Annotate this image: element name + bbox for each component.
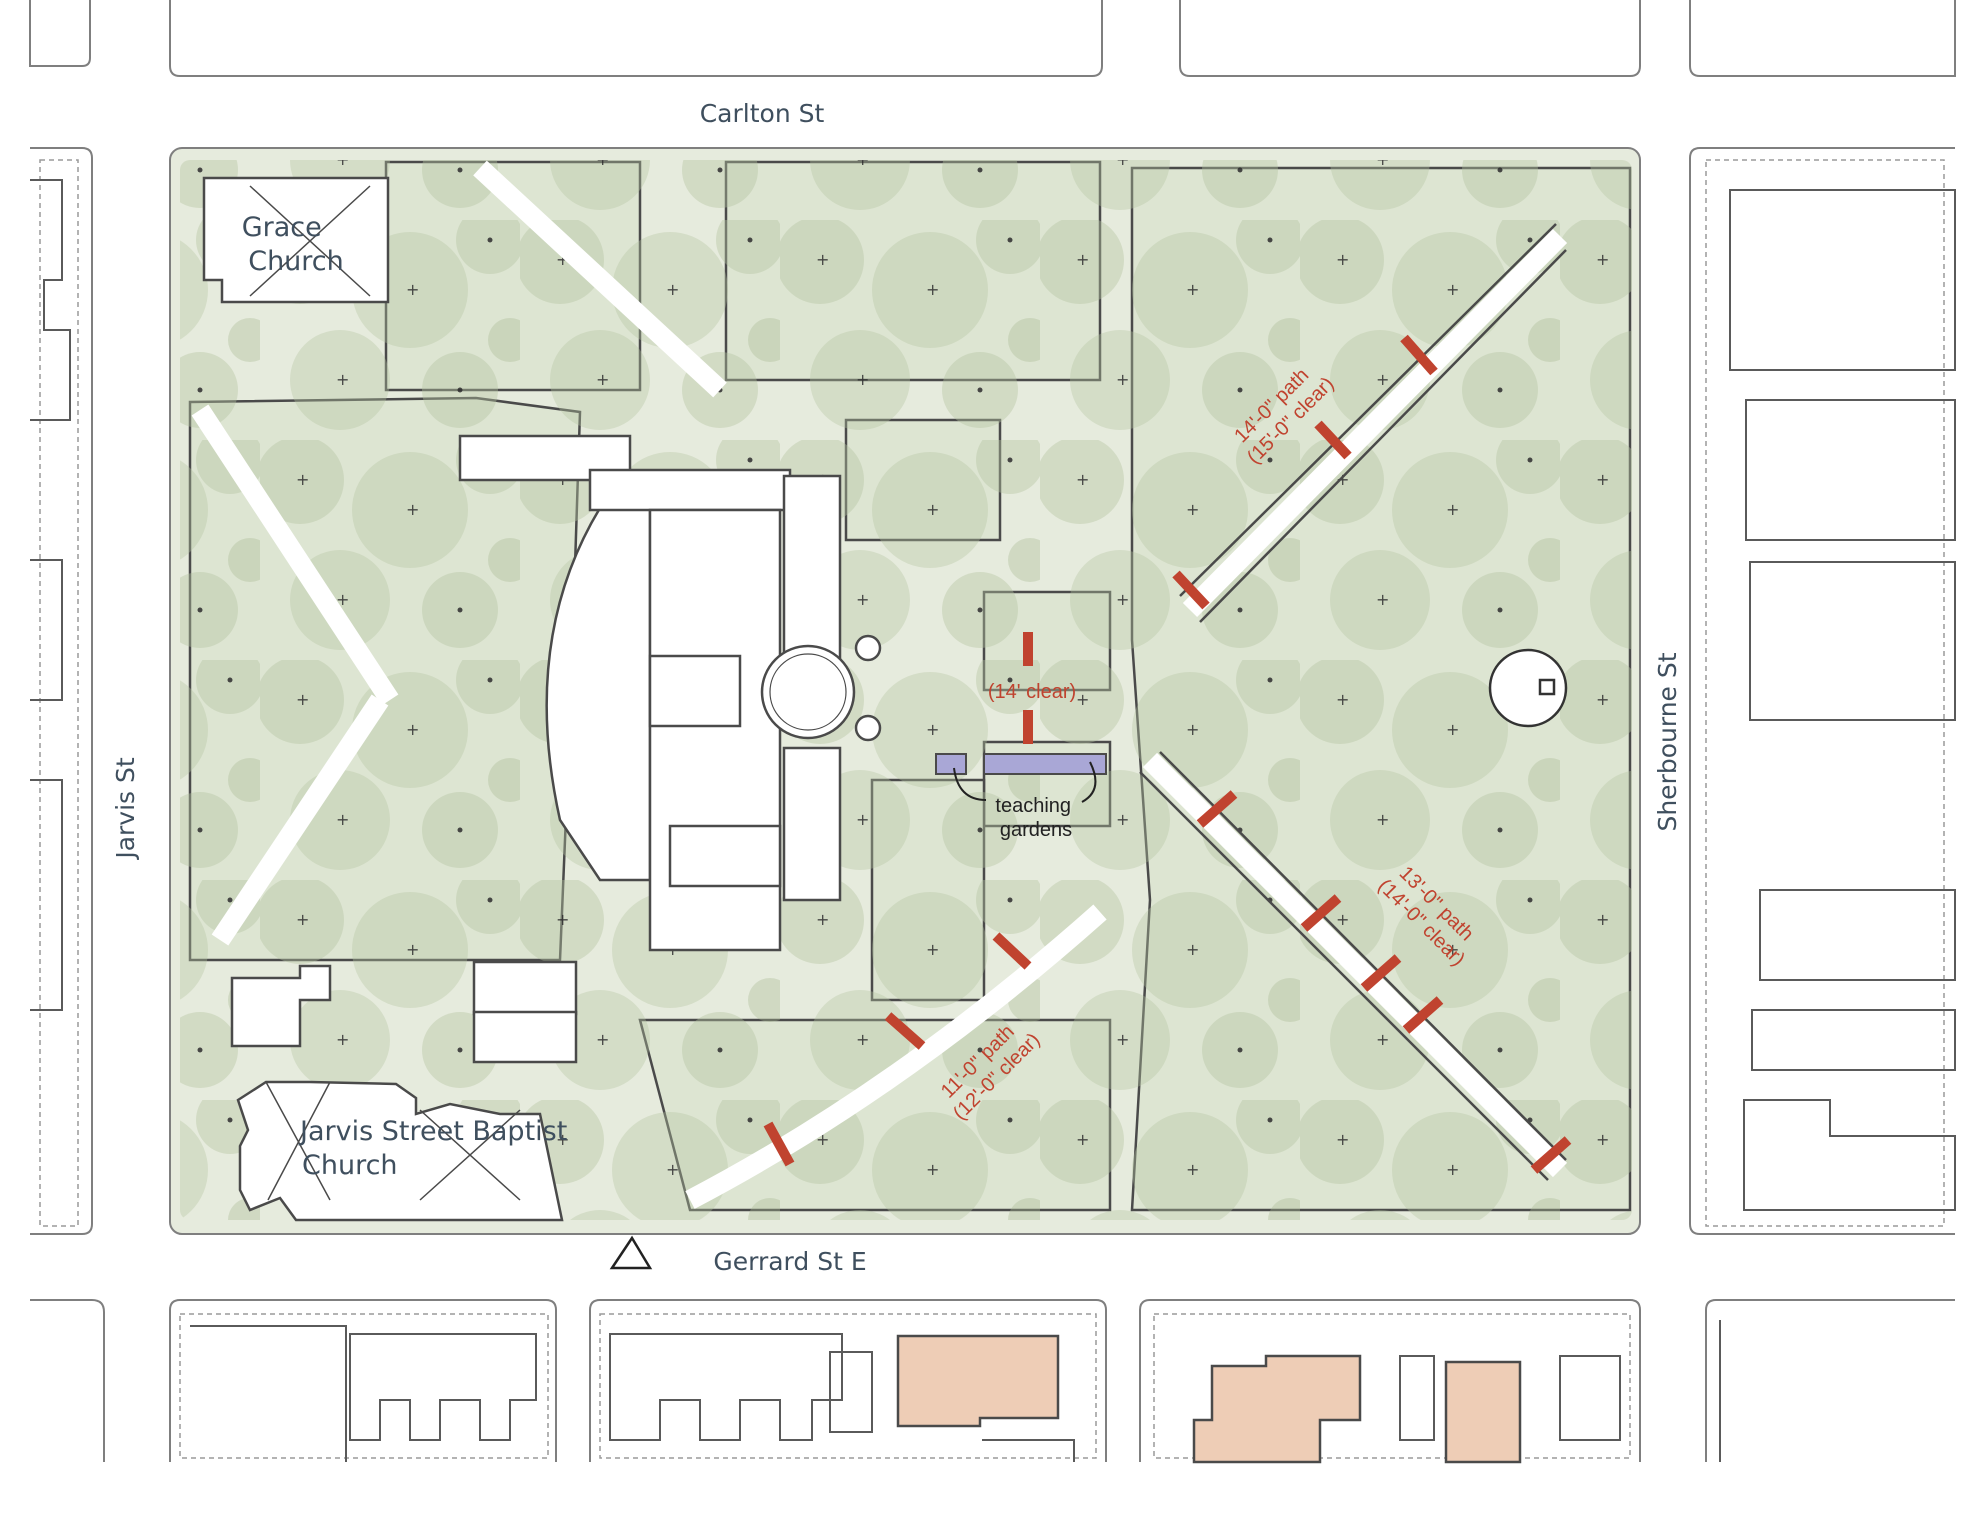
grace-church-label-line-1: Grace [242, 212, 322, 243]
baptist-church-building [236, 1080, 564, 1222]
teaching-gardens-label-line-1: teaching [995, 795, 1071, 817]
highlighted-buildings [896, 1334, 1522, 1464]
teaching-gardens-arrows [953, 761, 1097, 803]
street-label-jarvis: Jarvis St [111, 757, 140, 861]
teaching-gardens-beds [935, 753, 1107, 775]
street-label-gerrard: Gerrard St E [713, 1247, 866, 1276]
path-edges [1139, 223, 1567, 1181]
neighbour-buildings [30, 179, 1956, 1462]
park-paths [191, 160, 1568, 1209]
dimension-markers [763, 334, 1572, 1174]
tree-canopy [180, 160, 1632, 1220]
baptist-church-label-line-1: Jarvis Street Baptist [298, 1116, 567, 1147]
baptist-church-label: Jarvis Street Baptist Church [298, 1116, 576, 1181]
teaching-gardens-label: teaching gardens [995, 795, 1076, 841]
grace-church-label: Grace Church [242, 212, 344, 277]
north-arrow-icon [609, 1235, 653, 1270]
street-label-carlton: Carlton St [700, 99, 825, 128]
grace-church-building [202, 176, 390, 304]
monument-icon [1488, 648, 1568, 728]
property-lines [39, 159, 1945, 1459]
small-buildings [230, 960, 578, 1064]
baptist-church-label-line-2: Church [302, 1150, 398, 1181]
grace-church-label-line-2: Church [248, 246, 344, 277]
street-label-sherbourne: Sherbourne St [1653, 652, 1682, 831]
central-path-clear-label: (14' clear) [988, 681, 1076, 703]
central-buildings [458, 434, 882, 952]
teaching-gardens-label-line-2: gardens [1000, 819, 1072, 841]
